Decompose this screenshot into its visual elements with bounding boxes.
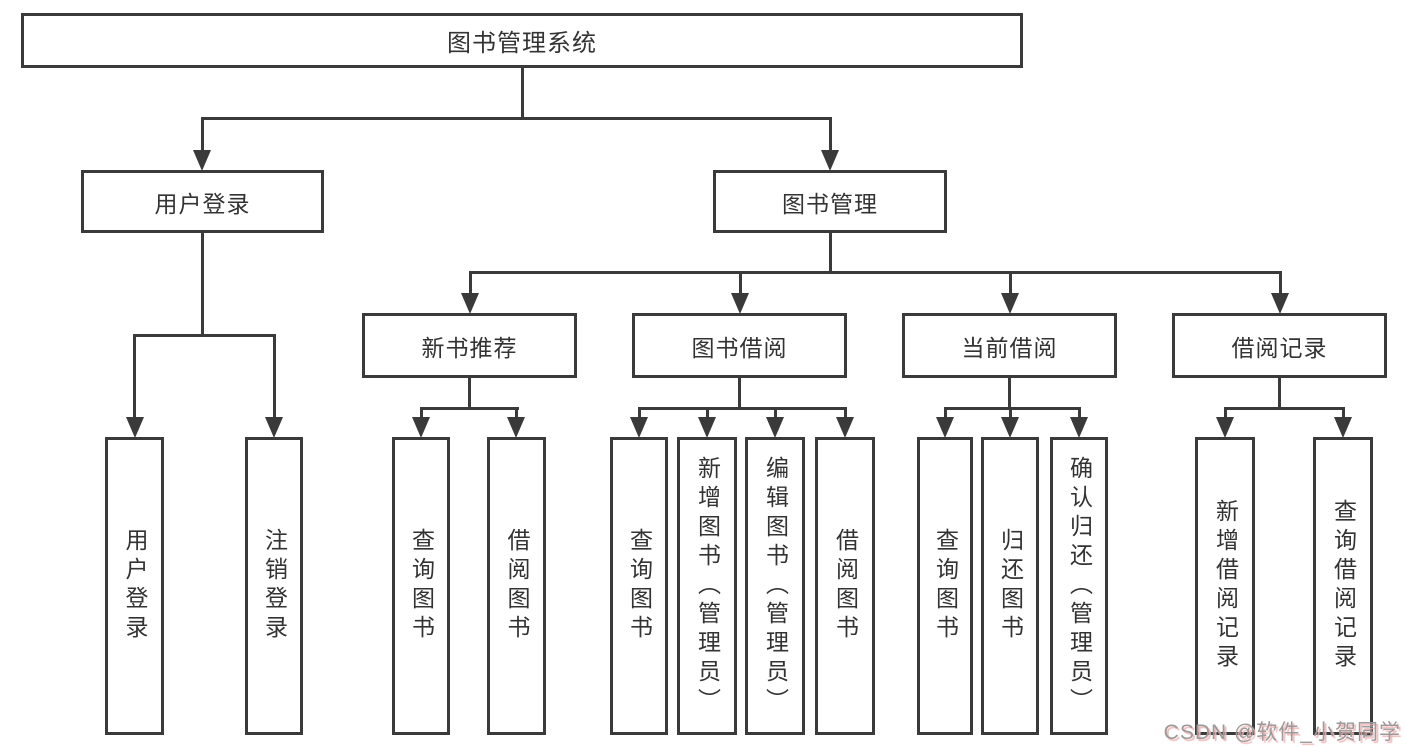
leaf-add-borrow-record: 新增借阅记录 <box>1195 437 1255 735</box>
connector-level2-bar <box>200 116 832 120</box>
leaf-add-borrow-record-label: 新增借阅记录 <box>1212 499 1239 673</box>
leaf-logout: 注销登录 <box>245 437 303 735</box>
node-system-root: 图书管理系统 <box>21 13 1023 68</box>
leaf-query-borrow-record: 查询借阅记录 <box>1313 437 1373 735</box>
arrow-to-borrow-records <box>1271 272 1289 314</box>
leaf-edit-book-admin-label: 编辑图书（管理员） <box>762 455 789 717</box>
leaf-borrowing-query-books: 查询图书 <box>610 437 668 735</box>
node-borrow-records: 借阅记录 <box>1172 313 1387 378</box>
leaf-add-book-admin-label: 新增图书（管理员） <box>694 455 721 717</box>
arrow-current-query <box>936 408 954 438</box>
node-user-login-label: 用户登录 <box>154 190 251 217</box>
arrow-to-user-login <box>193 118 211 171</box>
arrow-recommend-borrow <box>507 408 525 438</box>
arrow-to-leaf-user-login <box>125 335 144 438</box>
csdn-watermark: CSDN @软件_小贺同学 <box>1163 721 1401 744</box>
arrow-to-current-borrowing <box>1001 272 1019 314</box>
arrow-recommend-query <box>412 408 430 438</box>
leaf-query-borrow-record-label: 查询借阅记录 <box>1330 499 1357 673</box>
arrow-to-leaf-logout <box>265 335 283 438</box>
connector-level3-bar <box>468 270 1282 274</box>
arrow-current-confirm <box>1070 408 1088 438</box>
connector-user-login-stem <box>200 233 204 336</box>
leaf-recommend-query-books-label: 查询图书 <box>408 528 435 644</box>
connector-book-management-stem <box>828 233 832 274</box>
arrow-to-new-book-recommend <box>461 272 479 314</box>
node-new-book-recommend: 新书推荐 <box>362 313 577 378</box>
arrow-borrowing-edit <box>766 408 784 438</box>
leaf-current-query-books-label: 查询图书 <box>932 528 959 644</box>
node-current-borrowing-label: 当前借阅 <box>961 334 1058 361</box>
leaf-return-books-label: 归还图书 <box>997 528 1024 644</box>
connector-current-stem <box>1008 378 1011 409</box>
connector-current-bar <box>943 406 1081 410</box>
arrow-borrowing-borrow <box>836 408 854 438</box>
leaf-edit-book-admin: 编辑图书（管理员） <box>745 437 805 735</box>
leaf-user-login: 用户登录 <box>105 437 164 735</box>
connector-borrowing-stem <box>738 378 741 409</box>
node-book-management-label: 图书管理 <box>782 190 878 217</box>
node-current-borrowing: 当前借阅 <box>902 313 1117 378</box>
leaf-recommend-borrow-books: 借阅图书 <box>487 437 546 735</box>
node-book-borrowing-label: 图书借阅 <box>691 334 788 361</box>
connector-records-stem <box>1278 378 1281 409</box>
arrow-borrowing-add <box>698 408 716 438</box>
node-system-root-label: 图书管理系统 <box>447 30 597 57</box>
arrow-borrowing-query <box>630 408 648 438</box>
arrow-records-query <box>1334 408 1352 438</box>
node-borrow-records-label: 借阅记录 <box>1231 334 1328 361</box>
connector-recommend-stem <box>468 378 471 409</box>
leaf-recommend-borrow-books-label: 借阅图书 <box>504 528 530 644</box>
arrow-to-book-borrowing <box>731 272 749 314</box>
node-book-management: 图书管理 <box>713 170 947 233</box>
arrow-current-return <box>1001 408 1019 438</box>
leaf-borrowing-borrow-books: 借阅图书 <box>815 437 875 735</box>
node-user-login: 用户登录 <box>81 170 324 233</box>
connector-borrowing-bar <box>637 406 847 410</box>
leaf-add-book-admin: 新增图书（管理员） <box>677 437 737 735</box>
arrow-records-add <box>1216 408 1234 438</box>
leaf-logout-label: 注销登录 <box>261 528 288 644</box>
leaf-confirm-return-admin-label: 确认归还（管理员） <box>1066 455 1093 717</box>
leaf-recommend-query-books: 查询图书 <box>392 437 450 735</box>
leaf-current-query-books: 查询图书 <box>917 437 973 735</box>
node-book-borrowing: 图书借阅 <box>632 313 847 378</box>
leaf-borrowing-borrow-books-label: 借阅图书 <box>832 528 859 644</box>
node-new-book-recommend-label: 新书推荐 <box>421 334 518 361</box>
connector-recommend-bar <box>419 406 519 410</box>
connector-root-trunk <box>520 66 524 119</box>
connector-records-bar <box>1223 406 1345 410</box>
leaf-confirm-return-admin: 确认归还（管理员） <box>1050 437 1108 735</box>
connector-user-login-bar <box>133 333 276 337</box>
leaf-user-login-label: 用户登录 <box>122 528 148 644</box>
leaf-borrowing-query-books-label: 查询图书 <box>626 528 653 644</box>
leaf-return-books: 归还图书 <box>981 437 1039 735</box>
arrow-to-book-management <box>821 118 839 171</box>
